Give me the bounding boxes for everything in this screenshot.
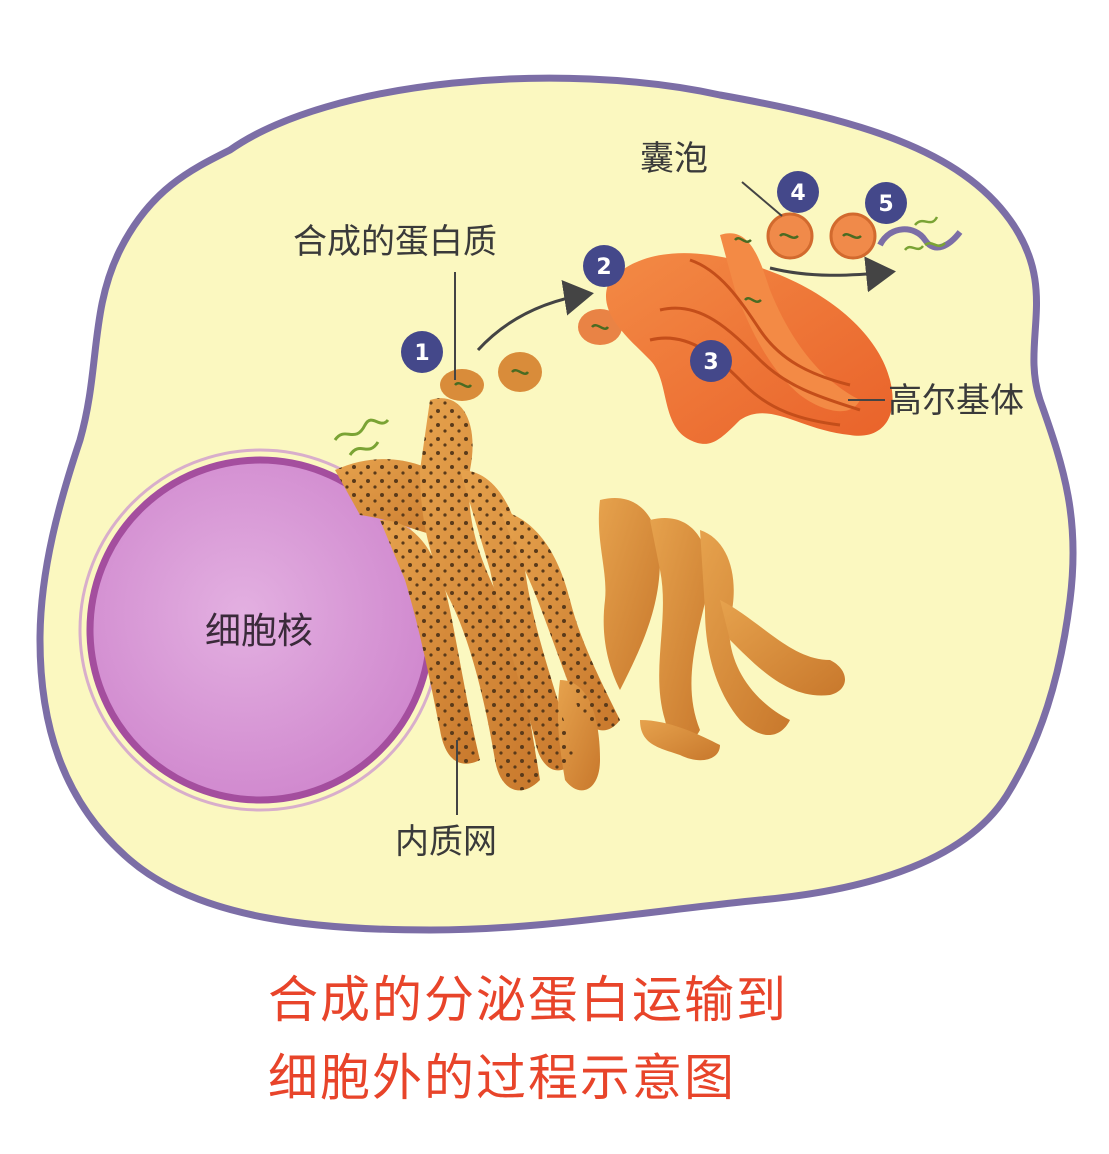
arrow-er-to-golgi bbox=[476, 279, 594, 352]
label-synthesized-protein: 合成的蛋白质 bbox=[293, 222, 497, 262]
caption-line-2: 细胞外的过程示意图 bbox=[268, 1049, 736, 1107]
endoplasmic-reticulum bbox=[333, 398, 845, 791]
label-golgi: 高尔基体 bbox=[888, 381, 1024, 421]
label-vesicle: 囊泡 bbox=[640, 139, 708, 179]
step-marker-3: 3 bbox=[690, 340, 732, 382]
step-number: 1 bbox=[414, 341, 429, 366]
step-number: 5 bbox=[878, 192, 893, 217]
step-marker-4: 4 bbox=[777, 171, 819, 213]
leader-vesicle bbox=[741, 181, 783, 217]
step-number: 4 bbox=[790, 181, 805, 206]
step-marker-5: 5 bbox=[865, 182, 907, 224]
arrow-golgi-to-membrane bbox=[769, 256, 896, 293]
step-marker-1: 1 bbox=[401, 331, 443, 373]
secretory-vesicles bbox=[766, 212, 963, 260]
caption-line-1: 合成的分泌蛋白运输到 bbox=[268, 971, 788, 1029]
label-nucleus: 细胞核 bbox=[205, 611, 313, 652]
step-marker-2: 2 bbox=[583, 245, 625, 287]
step-number: 3 bbox=[703, 350, 718, 375]
label-er: 内质网 bbox=[395, 822, 497, 862]
golgi-apparatus bbox=[605, 233, 893, 444]
step-number: 2 bbox=[596, 255, 611, 280]
